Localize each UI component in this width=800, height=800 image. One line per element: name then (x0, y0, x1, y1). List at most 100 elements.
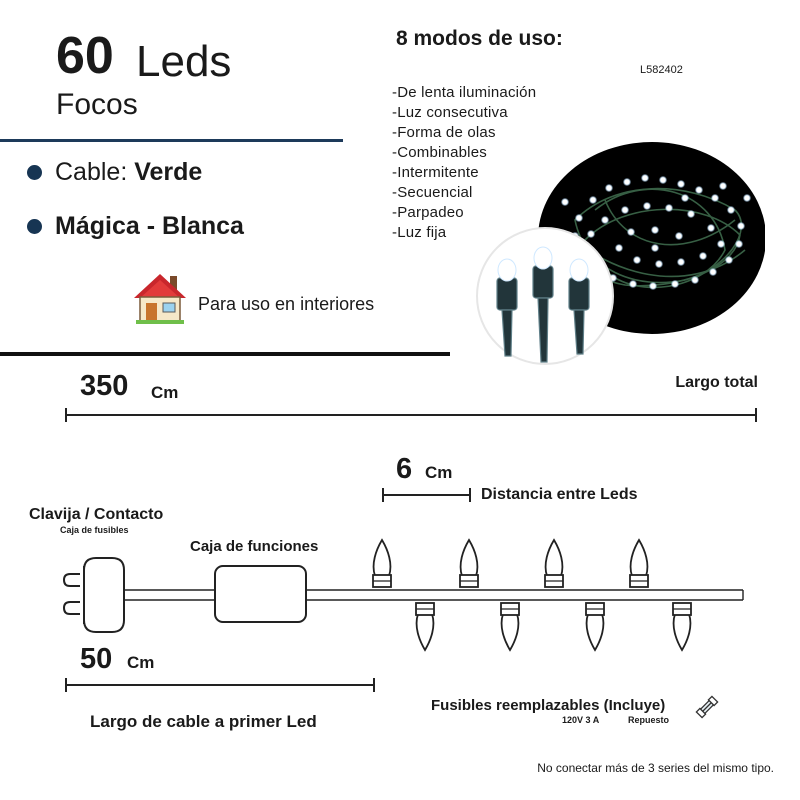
led-glow (666, 205, 672, 211)
led-glow (682, 195, 688, 201)
total-length-tick (65, 408, 67, 422)
bullet-icon (27, 219, 42, 234)
total-length-value: 350 (80, 370, 129, 402)
house-icon (134, 274, 186, 324)
cable-color: Verde (134, 158, 203, 186)
header-divider (0, 139, 343, 142)
led-glow (712, 195, 718, 201)
led-glow (744, 195, 750, 201)
led-bulb-icon (415, 602, 435, 652)
led-bulb-icon (500, 602, 520, 652)
spacing-unit: Cm (425, 463, 453, 482)
mode-item: -Secuencial (392, 184, 473, 201)
cable-label: Cable: (55, 158, 128, 186)
fuse-spare: Repuesto (628, 715, 670, 725)
led-glow (634, 257, 640, 263)
led-glow (562, 199, 568, 205)
lead-length-unit: Cm (127, 653, 155, 672)
control-box (214, 565, 307, 623)
led-glow (708, 225, 714, 231)
led-glow (624, 179, 630, 185)
mode-item: -Combinables (392, 144, 487, 161)
spacing-tick (469, 488, 471, 502)
led-glow (602, 217, 608, 223)
led-glow (728, 207, 734, 213)
wiring-diagram (62, 538, 744, 652)
fuse-icon (695, 695, 719, 719)
led-bulb-icon (544, 538, 564, 588)
mode-item: -Forma de olas (392, 124, 496, 141)
led-glow (576, 215, 582, 221)
led-glow (692, 277, 698, 283)
lead-length-label: Largo de cable a primer Led (90, 712, 317, 731)
led-glow (644, 203, 650, 209)
led-glow (652, 245, 658, 251)
led-glow (660, 177, 666, 183)
product-code: L582402 (640, 64, 683, 76)
mode-item: -Parpadeo (392, 204, 464, 221)
section-divider (0, 352, 450, 356)
subtitle: Focos (56, 88, 138, 121)
bullet-icon (27, 165, 42, 180)
led-glow (630, 281, 636, 287)
led-glow (688, 211, 694, 217)
led-glow (656, 261, 662, 267)
fuse-rating: 120V 3 A (562, 715, 600, 725)
led-glow (606, 185, 612, 191)
mode-item: -Intermitente (392, 164, 479, 181)
led-glow (616, 245, 622, 251)
mode-item: -Luz fija (392, 224, 447, 241)
total-length-tick (755, 408, 757, 422)
led-glow (720, 183, 726, 189)
lead-length-tick (65, 678, 67, 692)
led-glow (588, 231, 594, 237)
warning-note: No conectar más de 3 series del mismo ti… (537, 761, 774, 775)
led-bulb-icon (629, 538, 649, 588)
led-glow (672, 281, 678, 287)
lead-length-value: 50 (80, 643, 113, 675)
indoor-use-text: Para uso en interiores (198, 294, 375, 314)
spacing-line (383, 494, 471, 496)
spacing-value: 6 (396, 453, 413, 485)
modes-title: 8 modos de uso: (396, 27, 563, 50)
modes-list: -De lenta iluminación -Luz consecutiva -… (392, 83, 536, 243)
led-closeup-photo (476, 227, 614, 365)
led-count-word: Leds (136, 37, 232, 86)
total-length-unit: Cm (151, 383, 179, 402)
led-glow (676, 233, 682, 239)
plug-label: Clavija / Contacto (29, 506, 164, 523)
led-glow (678, 181, 684, 187)
cable-feature: Cable: Verde (55, 160, 202, 185)
led-glow (652, 227, 658, 233)
led-bulb-icon (459, 538, 479, 588)
led-count: 60 (56, 27, 114, 85)
led-glow (650, 283, 656, 289)
control-box-label: Caja de funciones (190, 538, 319, 555)
total-length-label: Largo total (675, 374, 758, 391)
led-glow (590, 197, 596, 203)
total-length-line (66, 414, 757, 416)
led-glow (622, 207, 628, 213)
plug-sublabel: Caja de fusibles (60, 525, 129, 535)
lead-length-tick (373, 678, 375, 692)
light-type: Mágica - Blanca (55, 212, 244, 240)
mode-item: -De lenta iluminación (392, 84, 537, 101)
led-bulb-icon (585, 602, 605, 652)
led-glow (726, 257, 732, 263)
led-glow (736, 241, 742, 247)
fuse-label: Fusibles reemplazables (Incluye) (431, 697, 666, 714)
lead-length-line (66, 684, 375, 686)
mode-item: -Luz consecutiva (392, 104, 508, 121)
led-glow (628, 229, 634, 235)
led-bulb-icon (672, 602, 692, 652)
led-glow (738, 223, 744, 229)
plug-icon (62, 557, 125, 633)
led-glow (642, 175, 648, 181)
led-glow (718, 241, 724, 247)
led-glow (710, 269, 716, 275)
led-bulb-icon (372, 538, 392, 588)
led-glow (610, 275, 616, 281)
led-glow (678, 259, 684, 265)
spacing-tick (382, 488, 384, 502)
spacing-label: Distancia entre Leds (481, 486, 638, 503)
